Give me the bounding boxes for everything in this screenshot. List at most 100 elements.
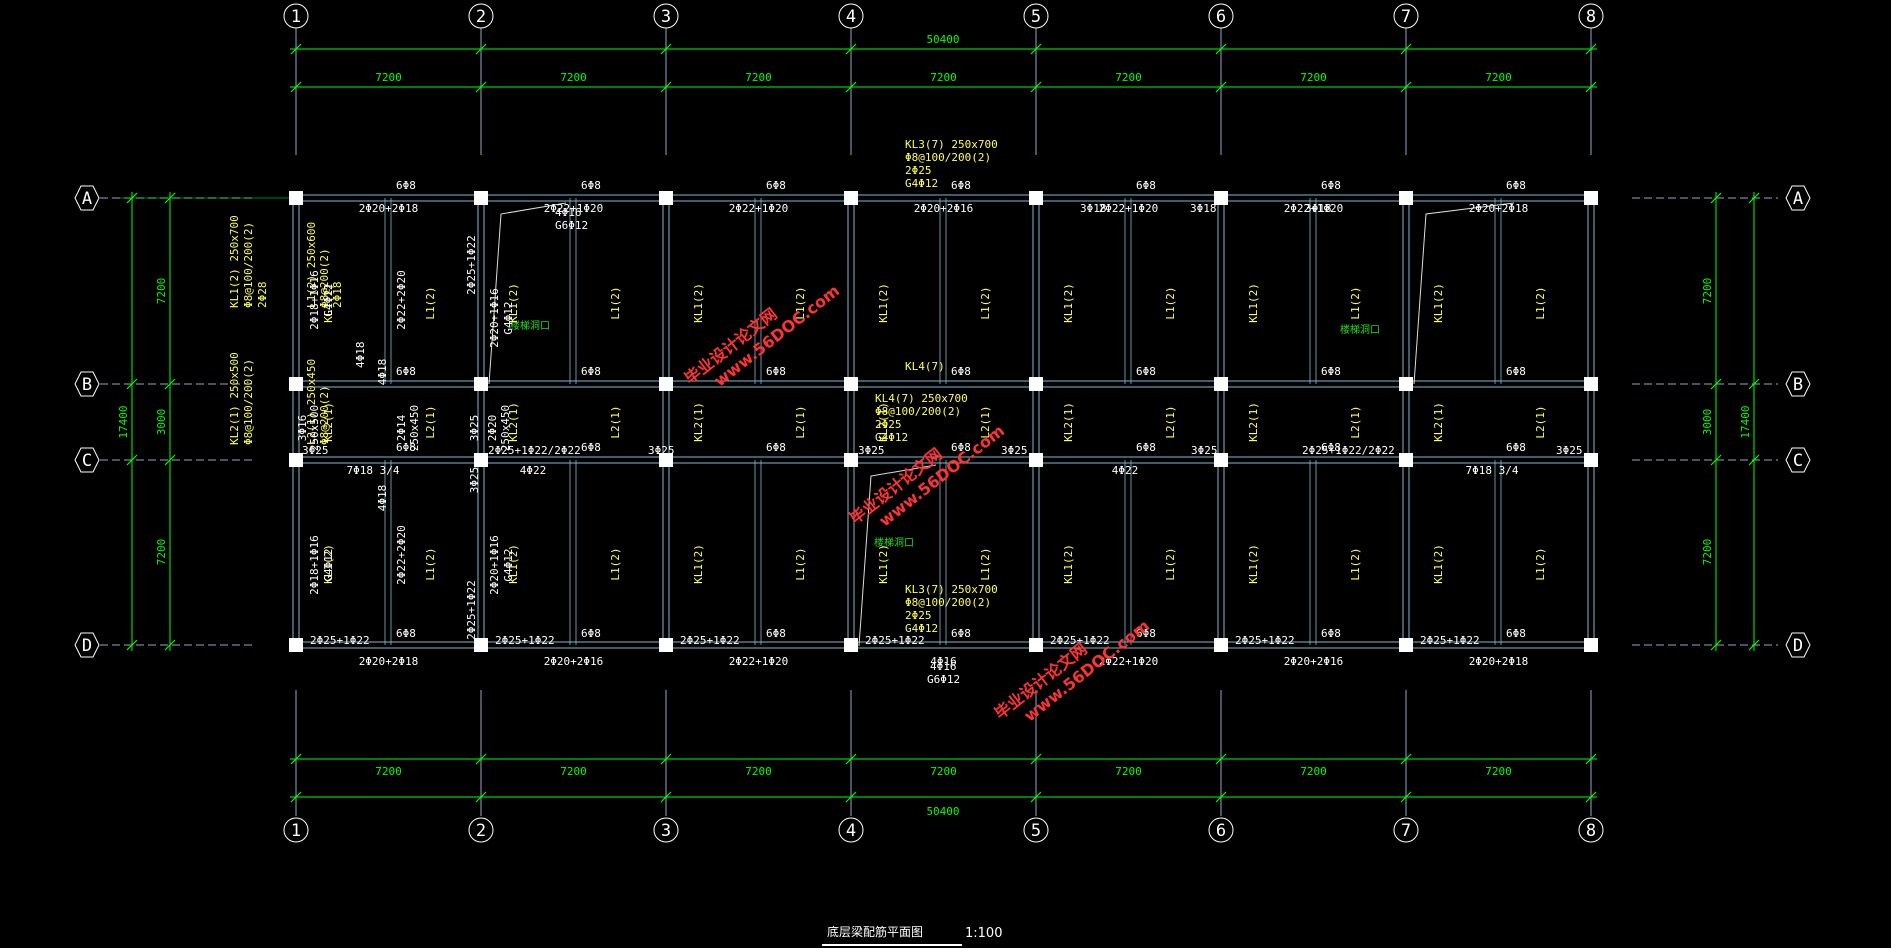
column bbox=[474, 191, 488, 205]
beam-label-l2_stirrup: Φ8@200(2) bbox=[318, 385, 331, 445]
rebar-label-d-top: 2Φ25+1Φ22 bbox=[310, 634, 370, 647]
dim-tick bbox=[1215, 753, 1227, 765]
axis-label-4-bottom: 4 bbox=[846, 821, 856, 841]
rebar-label-phi8: 6Φ8 bbox=[396, 441, 416, 454]
axis-label-C-left: C bbox=[82, 451, 92, 471]
beam-label-l1: L1(2) bbox=[424, 286, 437, 319]
column bbox=[1584, 377, 1598, 391]
dim-tick bbox=[290, 81, 302, 93]
rebar-label-vertical: G4Φ12 bbox=[502, 301, 515, 334]
annotations: 楼梯洞口楼梯洞口楼梯洞口KL1(2)L1(2)KL1(2)L1(2)KL2(1)… bbox=[228, 138, 1583, 686]
rebar-label-c-3d25: 3Φ25 bbox=[302, 444, 329, 457]
axis-label-1-bottom: 1 bbox=[291, 821, 301, 841]
dim-tick bbox=[290, 43, 302, 55]
rebar-label-phi8: 6Φ8 bbox=[1506, 365, 1526, 378]
beam-label-kl3-top: 2Φ25 bbox=[905, 164, 932, 177]
column bbox=[1029, 377, 1043, 391]
column bbox=[1584, 453, 1598, 467]
dim-bay-top: 7200 bbox=[560, 71, 587, 84]
rebar-label-c: 7Φ18 3/4 bbox=[1466, 464, 1519, 477]
dim-tick bbox=[475, 43, 487, 55]
column bbox=[1214, 453, 1228, 467]
rebar-label-phi8: 6Φ8 bbox=[1136, 441, 1156, 454]
column bbox=[289, 638, 303, 652]
beam-label-kl1: KL1(2) bbox=[1247, 544, 1260, 584]
dim-bay-bottom: 7200 bbox=[1485, 765, 1512, 778]
dim-tick bbox=[845, 81, 857, 93]
stair-opening-3-line bbox=[858, 464, 937, 647]
stair-opening-1-line bbox=[488, 202, 567, 385]
dim-tick bbox=[475, 791, 487, 803]
beam-label-l1: L1(2) bbox=[1534, 547, 1547, 580]
column bbox=[659, 638, 673, 652]
axis-bubble-4-bottom bbox=[838, 817, 864, 843]
dimension-lines: 5040050400720072007200720072007200720072… bbox=[117, 33, 1760, 818]
beam-label-l1: L1(2) bbox=[1164, 286, 1177, 319]
beam-label-l1: L1(2) bbox=[794, 286, 807, 319]
rebar-label-phi8: 6Φ8 bbox=[1136, 627, 1156, 640]
beam-label-l1: L1(2) bbox=[794, 547, 807, 580]
beam-label-kl1: KL1(2) bbox=[507, 544, 520, 584]
rebar-label-a-bottom: 2Φ20+2Φ16 bbox=[914, 202, 974, 215]
rebar-label-vertical: 2Φ22+2Φ20 bbox=[395, 525, 408, 585]
dim-tick bbox=[1748, 454, 1760, 466]
column bbox=[1214, 377, 1228, 391]
rebar-label-d-bottom: 2Φ22+1Φ20 bbox=[1099, 655, 1159, 668]
dim-tick bbox=[1748, 639, 1760, 651]
column bbox=[844, 638, 858, 652]
column bbox=[289, 453, 303, 467]
column bbox=[844, 191, 858, 205]
column bbox=[844, 453, 858, 467]
column bbox=[1584, 638, 1598, 652]
beam-label-kl2: KL2(1) bbox=[507, 402, 520, 442]
stair-opening-label: 楼梯洞口 bbox=[1340, 323, 1380, 336]
drawing-title: 底层梁配筋平面图 bbox=[827, 924, 923, 939]
rebar-label-phi8: 6Φ8 bbox=[396, 627, 416, 640]
rebar-label-a-bottom: 2Φ20+2Φ18 bbox=[1469, 202, 1529, 215]
rebar-label-vertical: 2Φ20 bbox=[486, 415, 499, 442]
axis-label-4-top: 4 bbox=[846, 7, 856, 27]
dim-tick bbox=[1030, 43, 1042, 55]
axis-label-6-bottom: 6 bbox=[1216, 821, 1226, 841]
dim-tick bbox=[1215, 43, 1227, 55]
dim-total-length-top: 50400 bbox=[926, 33, 959, 46]
rebar-label-d-top: 2Φ25+1Φ22 bbox=[1050, 634, 1110, 647]
rebar-label-phi8: 6Φ8 bbox=[1136, 179, 1156, 192]
beam-label-kl3-stirrup: Φ8@100/200(2) bbox=[905, 151, 991, 164]
dim-tick bbox=[475, 753, 487, 765]
axis-bubble-A-right bbox=[1785, 185, 1811, 211]
axis-bubble-1-top bbox=[283, 3, 309, 29]
stair-opening-label: 楼梯洞口 bbox=[510, 319, 550, 332]
dim-tick bbox=[126, 378, 138, 390]
axis-bubble-8-bottom bbox=[1578, 817, 1604, 843]
dim-tick bbox=[126, 639, 138, 651]
axis-bubble-7-bottom bbox=[1393, 817, 1419, 843]
beam-label-l2: L2(1) bbox=[424, 405, 437, 438]
column bbox=[659, 377, 673, 391]
dim-total-width-left: 17400 bbox=[117, 405, 130, 438]
rebar-label-phi8: 6Φ8 bbox=[951, 365, 971, 378]
dim-bay-bottom: 7200 bbox=[1115, 765, 1142, 778]
beam-label-kl3: KL3(7) 250x700 bbox=[905, 138, 998, 151]
dim-tick bbox=[164, 639, 176, 651]
rebar-label-phi8: 6Φ8 bbox=[951, 441, 971, 454]
beam-label-kl2: KL2(1) bbox=[1432, 402, 1445, 442]
axis-bubble-5-top bbox=[1023, 3, 1049, 29]
axis-bubble-2-bottom bbox=[468, 817, 494, 843]
beam-label-kl1: KL1(2) bbox=[1062, 544, 1075, 584]
rebar-label-g6d12: G6Φ12 bbox=[927, 673, 960, 686]
rebar-label-d-bottom: 4Φ16 bbox=[930, 655, 957, 668]
beam-label-kl1: KL1(2) bbox=[692, 283, 705, 323]
beam-label-kl3-top: 2Φ25 bbox=[905, 609, 932, 622]
dim-tick bbox=[660, 753, 672, 765]
dim-bay-bottom: 7200 bbox=[375, 765, 402, 778]
rebar-label-a-top: 3Φ18 bbox=[1305, 202, 1332, 215]
axis-bubble-1-bottom bbox=[283, 817, 309, 843]
dim-tick bbox=[1585, 753, 1597, 765]
rebar-label-vertical: 250x450 bbox=[408, 405, 421, 451]
dim-tick bbox=[1748, 378, 1760, 390]
dim-tick bbox=[126, 454, 138, 466]
column bbox=[844, 377, 858, 391]
rebar-label-d-bottom: 2Φ22+1Φ20 bbox=[729, 655, 789, 668]
